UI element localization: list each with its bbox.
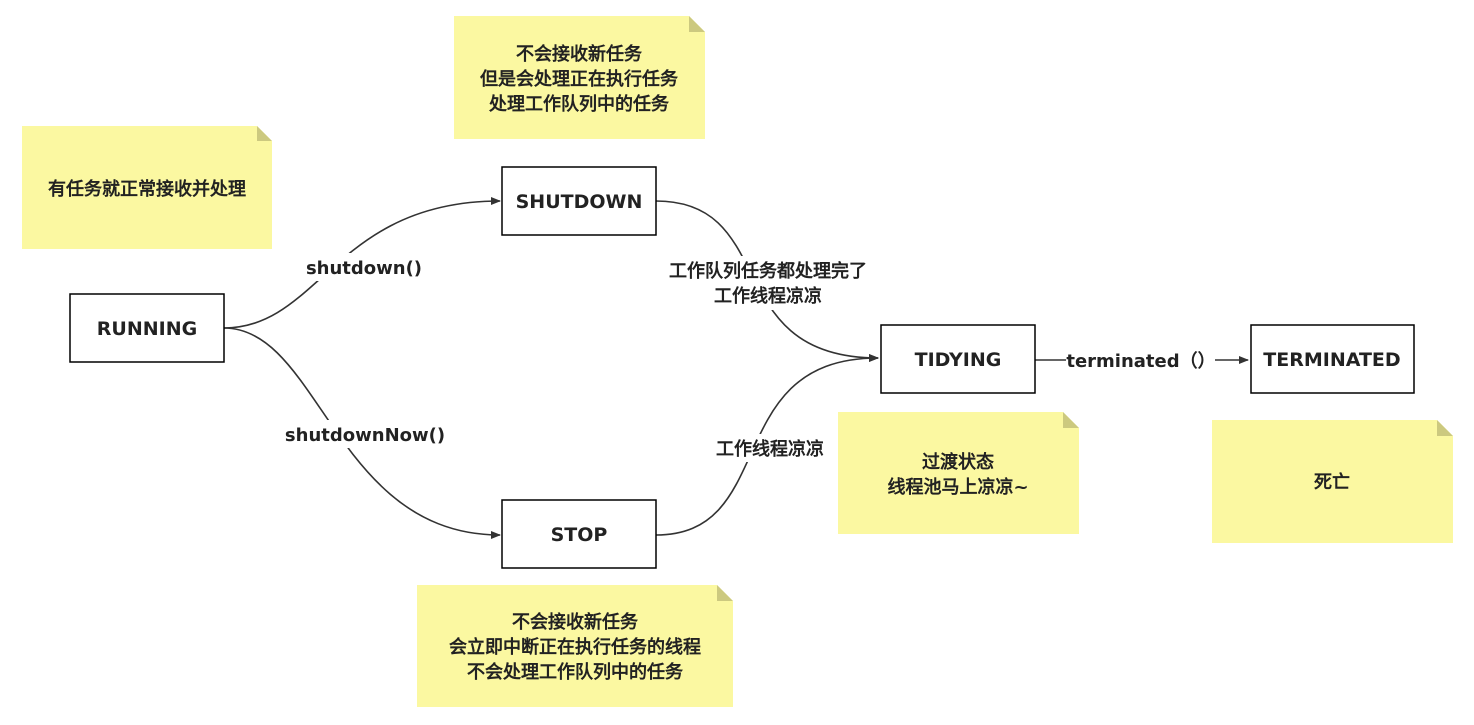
edge-label-shutdown-to-tidying: 工作队列任务都处理完了 bbox=[669, 260, 867, 282]
note-running-line: 有任务就正常接收并处理 bbox=[48, 178, 246, 200]
edge-label-shutdown-to-tidying: 工作线程凉凉 bbox=[714, 285, 822, 307]
state-running: RUNNING bbox=[69, 293, 225, 363]
state-terminated: TERMINATED bbox=[1250, 324, 1415, 394]
note-shutdown-line: 不会接收新任务 bbox=[516, 43, 643, 65]
edge-label-terminated: terminated（） bbox=[1066, 351, 1215, 372]
state-shutdown-label: SHUTDOWN bbox=[516, 191, 643, 213]
note-running: 有任务就正常接收并处理 bbox=[22, 126, 272, 249]
edge-label-shutdown-now: shutdownNow() bbox=[285, 425, 445, 446]
note-tidying: 过渡状态 线程池马上凉凉~ bbox=[838, 412, 1079, 534]
state-tidying: TIDYING bbox=[880, 324, 1036, 394]
note-shutdown-line: 处理工作队列中的任务 bbox=[488, 93, 670, 115]
note-stop-line: 会立即中断正在执行任务的线程 bbox=[449, 636, 701, 658]
note-tidying-line: 过渡状态 bbox=[922, 451, 994, 473]
note-terminated: 死亡 bbox=[1212, 420, 1453, 543]
note-terminated-line: 死亡 bbox=[1314, 471, 1350, 493]
state-tidying-label: TIDYING bbox=[915, 349, 1002, 371]
state-running-label: RUNNING bbox=[97, 318, 197, 340]
state-stop-label: STOP bbox=[551, 524, 608, 546]
edge-label-shutdown: shutdown() bbox=[306, 258, 422, 279]
note-stop: 不会接收新任务 会立即中断正在执行任务的线程 不会处理工作队列中的任务 bbox=[417, 585, 733, 707]
note-tidying-line: 线程池马上凉凉~ bbox=[887, 476, 1028, 498]
note-stop-line: 不会处理工作队列中的任务 bbox=[467, 661, 684, 683]
note-stop-line: 不会接收新任务 bbox=[512, 611, 639, 633]
note-shutdown-line: 但是会处理正在执行任务 bbox=[479, 68, 679, 90]
state-shutdown: SHUTDOWN bbox=[501, 166, 657, 236]
state-stop: STOP bbox=[501, 499, 657, 569]
note-shutdown: 不会接收新任务 但是会处理正在执行任务 处理工作队列中的任务 bbox=[454, 16, 705, 139]
edge-label-stop-to-tidying: 工作线程凉凉 bbox=[716, 438, 824, 460]
state-terminated-label: TERMINATED bbox=[1263, 349, 1400, 371]
